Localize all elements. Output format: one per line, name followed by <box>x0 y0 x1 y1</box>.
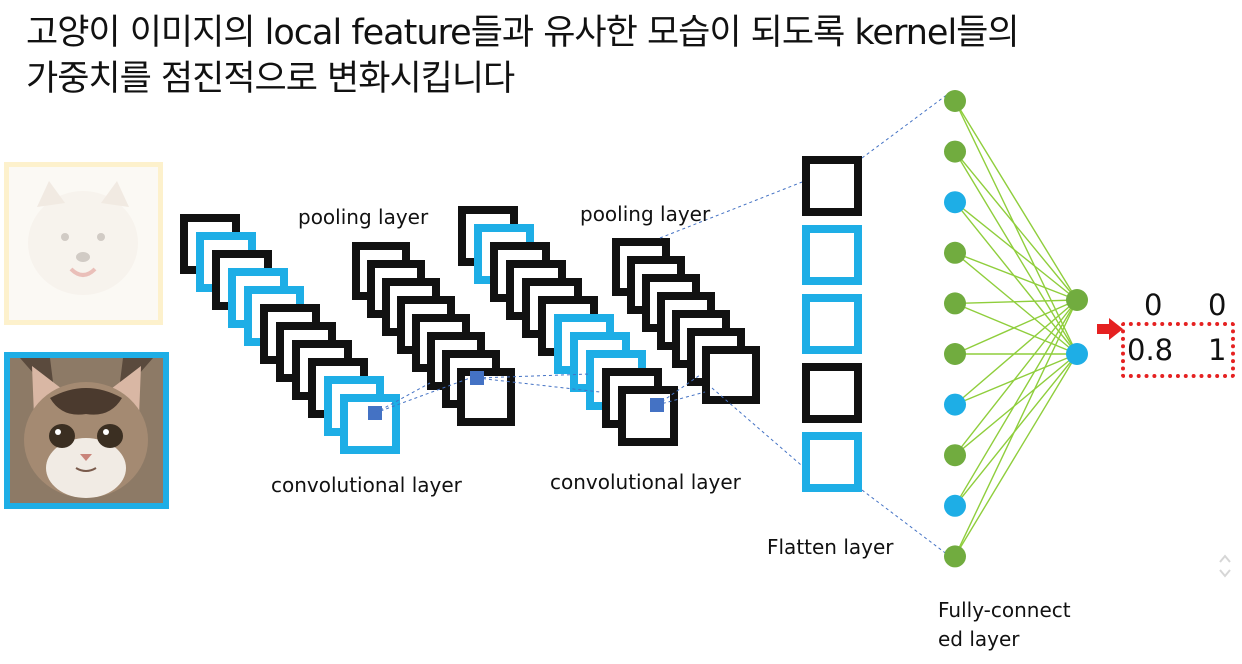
fc-edge <box>954 299 1078 456</box>
fc-layer-label-line-1: Fully-connect <box>938 598 1071 622</box>
cat-image <box>4 352 169 509</box>
conv-layer-label-2: convolutional layer <box>550 470 741 494</box>
connection-dashes <box>374 93 949 556</box>
flatten-node <box>802 363 862 423</box>
fc-node <box>944 494 966 517</box>
fc-node <box>944 140 966 163</box>
flatten-nodes <box>802 156 862 492</box>
output-value-r2-c2: 1 <box>1208 333 1227 367</box>
scroll-updown-icon[interactable] <box>1217 551 1233 585</box>
fc-edge <box>954 151 1078 301</box>
fc-edge <box>954 299 1078 557</box>
fc-node <box>944 292 966 315</box>
flatten-node <box>802 432 862 492</box>
fc-edge <box>954 151 1078 355</box>
fc-edge <box>954 100 1078 301</box>
arrow-right-icon <box>1097 318 1123 344</box>
feature-maps <box>180 206 760 454</box>
fc-node <box>944 241 966 264</box>
connection-dash <box>861 93 949 159</box>
fc-edge <box>954 299 1078 507</box>
fc-edge <box>954 252 1078 301</box>
fc-edge <box>954 299 1078 305</box>
fc-edge <box>954 302 1078 355</box>
fc-edge <box>954 201 1078 355</box>
fc-edge <box>954 201 1078 301</box>
title-line-2: 가중치를 점진적으로 변화시킵니다 <box>26 59 515 99</box>
flatten-node <box>802 156 862 216</box>
fc-edge <box>954 353 1078 406</box>
connection-dash <box>476 377 601 393</box>
output-nodes <box>1066 289 1088 365</box>
fc-edge <box>954 299 1078 406</box>
pool1-map <box>457 368 515 426</box>
conv1-map <box>340 394 400 454</box>
connection-dash <box>476 373 591 379</box>
pooling-layer-label-1: pooling layer <box>298 205 429 229</box>
fc-node <box>944 393 966 416</box>
output-value-r1-c1: 0 <box>1144 288 1163 322</box>
flatten-node <box>802 294 862 354</box>
fc-layer-label-line-2: ed layer <box>938 627 1020 651</box>
fc-node <box>944 90 966 112</box>
output-value-r1-c2: 0 <box>1208 288 1227 322</box>
cat-face-icon <box>10 358 163 503</box>
fc-edge <box>954 353 1078 557</box>
connection-dash <box>711 387 831 491</box>
fc-nodes <box>944 90 966 568</box>
fc-edge <box>954 299 1078 355</box>
flatten-node <box>802 225 862 285</box>
dog-image <box>4 162 163 325</box>
pool2-map <box>702 346 760 404</box>
connection-dash <box>656 391 706 406</box>
connection-dash <box>374 377 471 414</box>
conv-layer-label-1: convolutional layer <box>271 473 462 497</box>
output-highlight-box <box>1121 322 1235 378</box>
pooling-layer-label-2: pooling layer <box>580 202 711 226</box>
fc-edges <box>954 100 1078 557</box>
page-title: 고양이 이미지의 local feature들과 유사한 모습이 되도록 ker… <box>26 10 1226 102</box>
fc-edge <box>954 353 1078 507</box>
dog-face-icon <box>28 181 138 295</box>
fc-edge <box>954 100 1078 355</box>
connection-dash <box>656 374 701 406</box>
fc-layer-label: Fully-connect ed layer <box>938 596 1108 654</box>
title-line-1: 고양이 이미지의 local feature들과 유사한 모습이 되도록 ker… <box>26 13 1020 53</box>
fc-edge <box>954 252 1078 355</box>
flatten-layer-label: Flatten layer <box>767 535 894 559</box>
output-value-r2-c1: 0.8 <box>1127 333 1174 367</box>
fc-edge <box>954 353 1078 456</box>
connection-dash <box>374 382 431 414</box>
fc-node <box>944 191 966 214</box>
output-node <box>1066 343 1088 365</box>
fc-node <box>944 545 966 568</box>
conv2-map <box>618 386 678 446</box>
fc-node <box>944 343 966 365</box>
fc-node <box>944 444 966 467</box>
output-node <box>1066 289 1088 311</box>
